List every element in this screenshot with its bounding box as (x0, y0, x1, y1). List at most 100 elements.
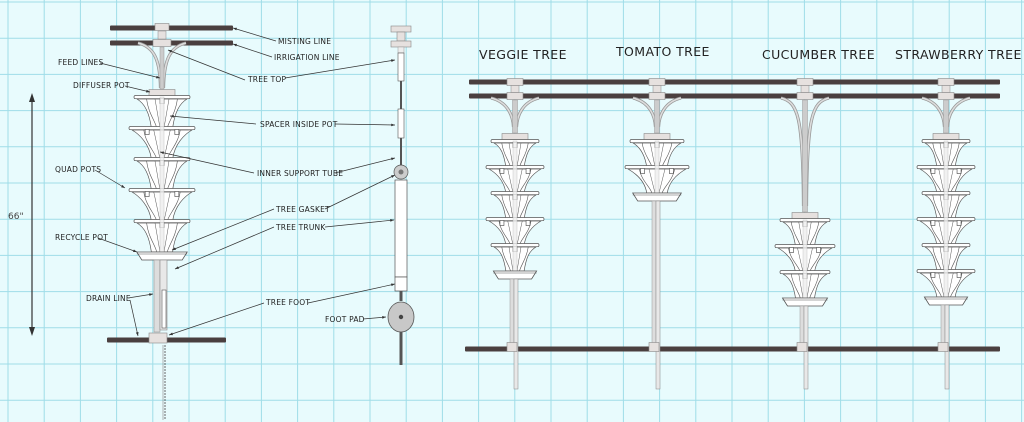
pot-clip (144, 129, 150, 135)
misting-tee-stem (510, 85, 520, 93)
feed-line-right (804, 96, 830, 207)
pot-rib (507, 168, 514, 194)
pot-rib (507, 220, 514, 246)
inner-support-tube (802, 219, 808, 299)
tree-top-tube (654, 99, 660, 134)
pot-rib (163, 98, 170, 129)
feed-line-right (161, 41, 187, 89)
pot-rib (516, 194, 522, 220)
misting-tee (506, 78, 524, 86)
pot-clip (789, 247, 794, 253)
leader-arrowhead (233, 27, 237, 31)
leader-arrowhead (391, 157, 395, 161)
irrigation-tee (506, 92, 524, 100)
pot-rib (163, 129, 171, 160)
pot-rib (508, 194, 514, 220)
misting-line-pipe (469, 79, 1000, 85)
support-rod (400, 81, 402, 109)
leader-line (324, 174, 396, 210)
pot-clip (499, 220, 505, 226)
pot-rib (798, 221, 804, 247)
leader-line (167, 49, 246, 81)
leader-arrowhead (170, 114, 174, 118)
pot-rib (947, 272, 954, 298)
pot-rib (167, 222, 178, 253)
tree-top-stub (397, 46, 405, 54)
pot-clip (144, 191, 150, 197)
pot-rib (947, 142, 953, 168)
drain-line-pipe (465, 346, 1000, 352)
leader-arrowhead (149, 293, 153, 296)
height-dimension-label: 66" (8, 212, 24, 222)
tree-cucumber-tree (774, 78, 836, 390)
leader-arrowhead (160, 151, 164, 155)
irrigation-tee (152, 39, 172, 47)
pot-rib (947, 194, 953, 220)
leader-arrowhead (172, 247, 176, 250)
leader-arrowhead (391, 175, 395, 178)
leader-arrowhead (168, 50, 172, 53)
feed-line-left-inner (490, 97, 515, 128)
spacer-tube (397, 108, 405, 139)
foot-rod (399, 291, 403, 301)
tree-title-strawberry: STRAWBERRY TREE (895, 47, 1022, 62)
leader-arrowhead (233, 43, 237, 47)
pot-rib (798, 273, 804, 299)
tree-strawberry-tree (916, 78, 976, 390)
irrigation-tee (937, 92, 955, 100)
misting-tee-stem (157, 30, 167, 40)
pot-rib (154, 160, 161, 191)
pot-clip (525, 168, 531, 174)
tree-title-cucumber: CUCUMBER TREE (762, 47, 875, 62)
pot-clip (930, 168, 936, 174)
pot-clip (816, 247, 821, 253)
pot-rib (501, 246, 511, 272)
drain-tee (148, 332, 168, 344)
tree-trunk (394, 179, 408, 278)
leader-arrowhead (175, 266, 179, 269)
misting-line-pipe (110, 25, 233, 31)
pot-rib (648, 168, 656, 194)
pot-rib (163, 191, 171, 222)
recycle-pot (631, 192, 683, 202)
pot-rib (939, 194, 945, 220)
pot-rib (938, 272, 945, 298)
leader-arrowhead (169, 332, 173, 336)
leader-arrowhead (391, 123, 395, 127)
feed-line-left-inner (780, 97, 805, 207)
label-foot-pad: FOOT PAD (325, 315, 365, 324)
leader-line (284, 59, 396, 79)
inner-support-tube (512, 140, 518, 272)
pot-clip (174, 191, 180, 197)
inner-support-tube (654, 140, 660, 194)
tree-trunk-tube (655, 200, 661, 390)
leader-line (127, 293, 154, 299)
pot-rib (154, 98, 161, 129)
pot-rib (508, 142, 514, 168)
tree-trunk-tube (513, 278, 519, 390)
tree-top-neck (396, 31, 406, 42)
inner-support-tube (943, 140, 949, 298)
support-rod (400, 138, 402, 165)
pot-rib (947, 168, 954, 194)
tree-top-tube (159, 46, 165, 90)
pot-rib (658, 142, 664, 168)
misting-tee-stem (941, 85, 951, 93)
misting-tee (937, 78, 955, 86)
leader-arrowhead (156, 75, 160, 79)
drain-line-tube (651, 200, 657, 350)
label-tree-top: TREE TOP (247, 75, 287, 84)
misting-tee-stem (800, 85, 810, 93)
leader-arrowhead (133, 249, 137, 253)
feed-line-left (780, 96, 806, 207)
leader-line (362, 316, 387, 320)
leader-line (94, 169, 126, 189)
pot-clip (956, 168, 962, 174)
feed-line-left-inner (632, 97, 657, 128)
tree-foot (394, 276, 408, 292)
leader-arrowhead (146, 89, 150, 93)
label-tree-foot: TREE FOOT (265, 298, 310, 307)
feed-line-right-inner (805, 97, 830, 207)
leader-line (174, 226, 275, 270)
